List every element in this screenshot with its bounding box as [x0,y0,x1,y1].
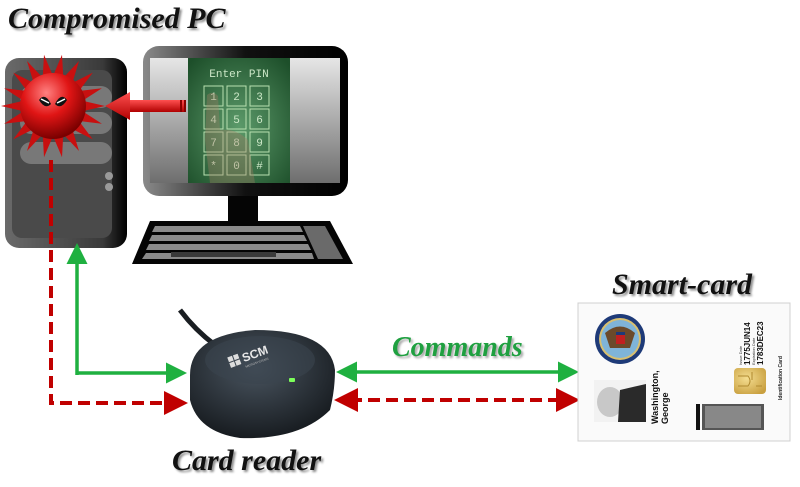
pin-key-label: 0 [233,161,240,173]
card-holder-surname: Washington, [650,370,660,424]
pin-key[interactable]: 4 [203,108,224,130]
pin-pad: Enter PIN 1 2 3 4 5 6 7 8 9 * 0 # [203,69,270,176]
smart-card: Washington, George Issue Date 1775JUN14 … [577,302,791,442]
pin-key[interactable]: 7 [203,131,224,153]
pin-key[interactable]: 1 [203,85,224,107]
pin-key-label: 4 [210,115,217,127]
malware-capture-arrow [105,92,186,120]
pin-prompt: Enter PIN [209,69,268,81]
pin-key[interactable]: # [249,154,270,176]
pin-key-label: # [256,161,263,173]
pin-key[interactable]: 5 [226,108,247,130]
pin-key-label: 7 [210,138,217,150]
pin-key[interactable]: 3 [249,85,270,107]
pin-key-label: 6 [256,115,263,127]
pin-key[interactable]: 9 [249,131,270,153]
commands-label: Commands [392,332,523,363]
card-barcode [696,404,764,430]
pin-key-label: * [210,161,217,173]
reader-led-indicator [289,378,295,382]
pin-key-label: 9 [256,138,263,150]
pin-key[interactable]: 0 [226,154,247,176]
pin-key-label: 8 [233,138,240,150]
card-reader-label: Card reader [172,444,322,477]
malicious-command-path [49,160,188,415]
smart-card-label: Smart-card [612,268,753,301]
keyboard [132,221,353,264]
card-reader: SCM MICROSYSTEMS [178,308,335,439]
pin-key[interactable]: 8 [226,131,247,153]
card-issue-label: Issue Date [738,345,743,365]
pin-key[interactable]: * [203,154,224,176]
pin-screen [188,58,290,183]
pin-key-label: 2 [233,92,240,104]
virus-eye [56,98,66,104]
card-seal-icon [595,314,645,364]
card-type-label: Identification Card [778,356,784,400]
card-expiration-date: 1783DEC23 [756,321,765,365]
pin-key[interactable]: 6 [249,108,270,130]
pin-key-label: 5 [233,115,240,127]
virus-body [20,73,86,139]
malware-virus-icon [1,54,105,158]
card-issue-date: 1775JUN14 [743,322,752,365]
virus-eye [40,98,50,104]
pin-key-label: 1 [210,92,217,104]
card-expiration-label: Expiration Date [751,337,756,365]
card-portrait [594,380,646,422]
compromised-pc-label: Compromised PC [8,2,226,35]
finger-hand [205,92,255,183]
pin-key[interactable]: 2 [226,85,247,107]
reader-cable [178,308,217,347]
card-holder-given-name: George [660,392,670,424]
pin-key-label: 3 [256,92,263,104]
